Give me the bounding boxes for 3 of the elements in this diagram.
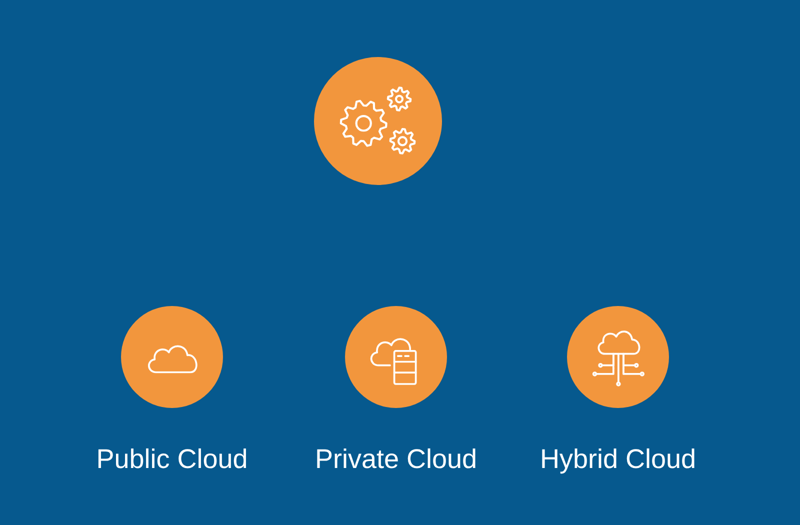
caption-text: Public Cloud <box>96 444 248 475</box>
caption-text: Private Cloud <box>314 444 478 475</box>
caption-text: Hybrid Cloud <box>540 444 696 475</box>
